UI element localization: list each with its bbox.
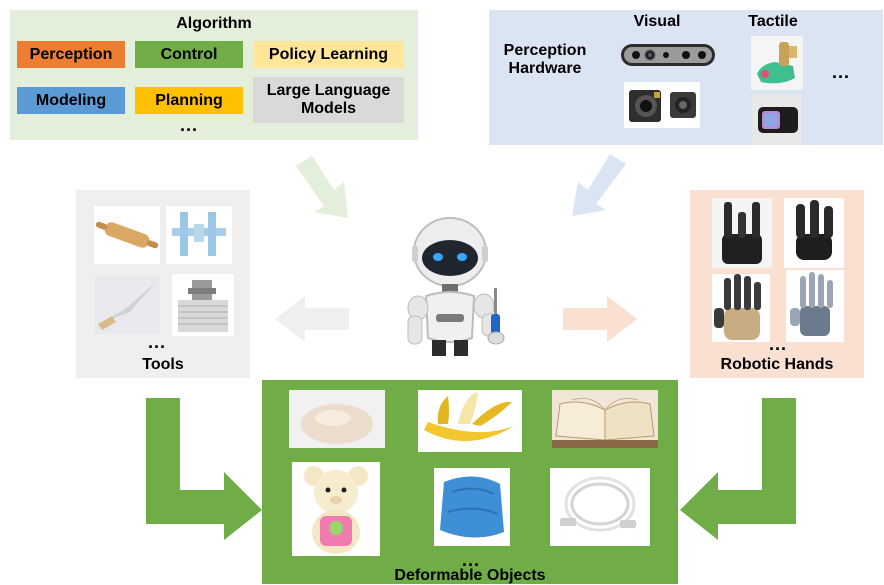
three-finger-hand-image [784, 198, 844, 268]
teddy-bear-image [292, 462, 380, 556]
hardware-panel: Perception Hardware Visual Tactile [489, 10, 883, 145]
knife-image [94, 276, 160, 334]
deformable-objects-panel: ... Deformable Objects [262, 380, 678, 584]
planning-tag: Planning [135, 87, 243, 114]
robotic-hands-panel: ... Robotic Hands [690, 190, 864, 378]
llm-tag: Large Language Models [253, 77, 404, 123]
policy-learning-tag: Policy Learning [253, 41, 404, 68]
depth-camera-image [620, 42, 716, 68]
rolling-pin-image [94, 206, 160, 264]
humanoid-hand-image [712, 274, 770, 342]
gelsight-sensor-image [752, 95, 802, 145]
dough-image [289, 390, 385, 448]
robot-image [407, 217, 505, 356]
control-tag: Control [135, 41, 243, 68]
algorithm-panel: Algorithm Perception Control Policy Lear… [10, 10, 418, 140]
tools-panel: ... Tools [76, 190, 250, 378]
tactile-sensor-image [751, 36, 803, 90]
book-image [552, 390, 658, 448]
hands-to-objects-arrow [680, 398, 796, 540]
towel-image [434, 468, 510, 546]
robot-gripper-image [712, 198, 772, 268]
perception-hardware-label: Perception Hardware [503, 42, 587, 77]
tools-more: ... [148, 332, 167, 352]
metal-hand-image [786, 270, 844, 342]
hardware-arrow [572, 154, 626, 216]
visual-label: Visual [633, 13, 681, 30]
banana-image [418, 390, 522, 452]
tools-to-objects-arrow [146, 398, 262, 540]
gripper-tool-image [166, 206, 232, 264]
hands-arrow [563, 296, 637, 342]
tools-label: Tools [142, 356, 184, 373]
tactile-label: Tactile [748, 13, 798, 30]
algorithm-title: Algorithm [176, 15, 252, 32]
grater-tool-image [172, 274, 234, 336]
modeling-tag: Modeling [17, 87, 125, 114]
industrial-camera-image [624, 82, 700, 128]
algorithm-arrow [296, 156, 348, 218]
hands-more: ... [769, 334, 788, 354]
algorithm-more: ... [180, 115, 199, 135]
robotic-hands-label: Robotic Hands [720, 356, 834, 373]
perception-tag: Perception [17, 41, 125, 68]
tools-arrow [275, 296, 349, 342]
hardware-more: ... [832, 62, 851, 82]
cable-image [550, 468, 650, 546]
deformable-more: ... [462, 550, 481, 570]
deformable-objects-label: Deformable Objects [394, 567, 546, 584]
